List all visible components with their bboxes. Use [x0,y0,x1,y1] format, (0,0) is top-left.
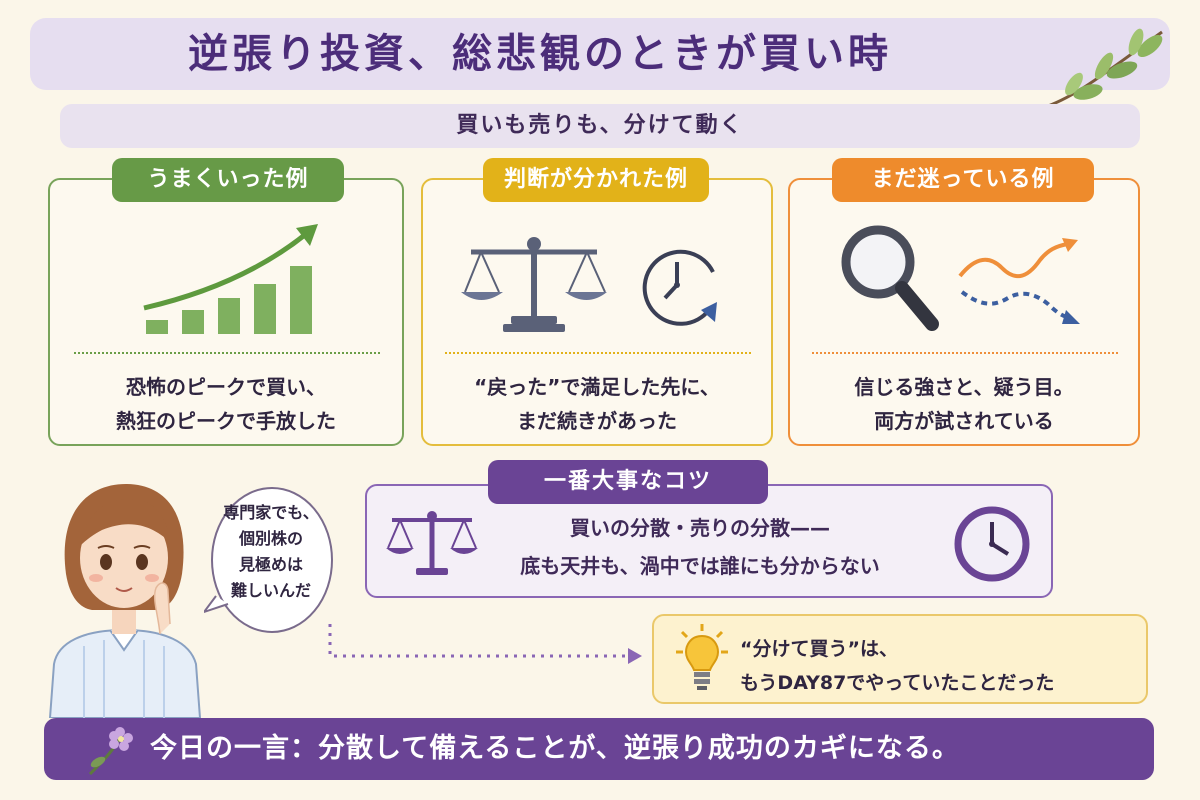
wavy-arrows-icon [958,238,1080,324]
flower-icon [88,727,133,776]
card-text-line1: “戻った”で満足した先に、 [474,375,720,399]
card-split-decision: “戻った”で満足した先に、 まだ続きがあった [421,178,773,446]
footer-banner [44,718,1154,780]
leaf-sprig-icon [1047,28,1163,108]
lightbulb-icon [676,624,728,690]
card-text-line1: 恐怖のピークで買い、 [126,375,326,399]
woman-thinking-illustration [48,484,202,718]
balance-scale-icon [386,511,478,575]
magnifier-icon [841,225,939,331]
bubble-line: 見極めは [238,555,303,574]
clock-rewind-icon [642,249,717,326]
speech-bubble [204,487,333,633]
note-box [652,614,1148,704]
note-line2: もうDAY87でやっていたことだった [740,672,1055,694]
speech-bubble-text: 専門家でも、 個別株の 見極めは 難しいんだ [212,500,330,604]
dotted-arrow-connector [328,624,642,664]
tag-still-unsure: まだ迷っている例 [832,158,1094,202]
key-tip-tag: 一番大事なコツ [488,460,768,504]
page-title: 逆張り投資、総悲観のときが買い時 [188,31,892,77]
footer-quote: 今日の一言：分散して備えることが、逆張り成功のカギになる。 [150,733,960,764]
subtitle-bar: 買いも売りも、分けて動く [60,104,1140,148]
card-success: 恐怖のピークで買い、 熱狂のピークで手放した [48,178,404,446]
clock-icon [954,506,1030,582]
tag-success: うまくいった例 [112,158,344,202]
tag-split-decision: 判断が分かれた例 [483,158,709,202]
bubble-line: 専門家でも、 [223,503,319,522]
growth-chart-icon [143,224,318,334]
bubble-line: 個別株の [238,529,303,548]
card-text-line2: 熱狂のピークで手放した [116,409,336,433]
card-text-line1: 信じる強さと、疑う目。 [854,375,1074,399]
card-text-line2: まだ続きがあった [517,409,677,433]
title-banner: 逆張り投資、総悲観のときが買い時 [30,18,1170,108]
divider [445,352,751,354]
bubble-line: 難しいんだ [230,581,311,600]
note-line1: “分けて買う”は、 [740,638,898,660]
divider [812,352,1118,354]
divider [74,352,380,354]
card-still-unsure: 信じる強さと、疑う目。 両方が試されている [788,178,1140,446]
balance-scale-icon [461,237,607,332]
key-tip-line2: 底も天井も、渦中では誰にも分からない [520,554,880,578]
key-tip-line1: 買いの分散・売りの分散—— [570,516,830,540]
card-text-line2: 両方が試されている [874,409,1054,433]
